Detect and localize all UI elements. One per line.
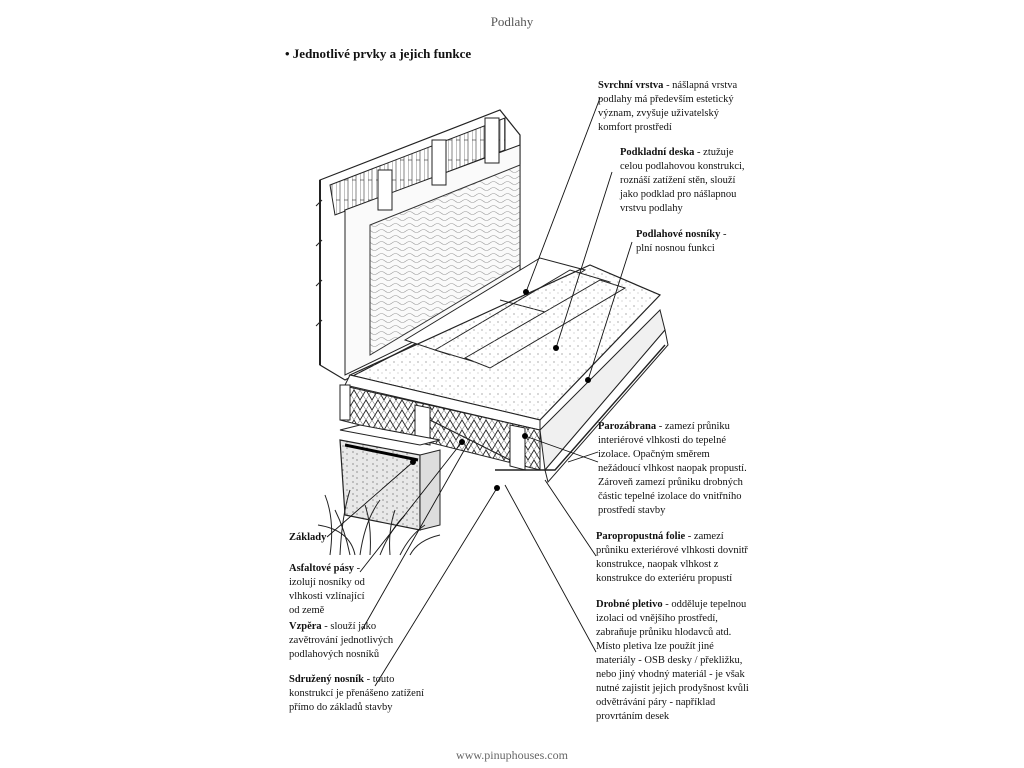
note-podkladni-deska: Podkladní deska - ztužuje celou podlahov… bbox=[620, 147, 745, 214]
section-title: • Jednotlivé prvky a jejich funkce bbox=[285, 46, 472, 61]
footer-url: www.pinuphouses.com bbox=[456, 748, 568, 762]
joists-and-insulation bbox=[339, 309, 669, 484]
note-paropropustna-folie: Paropropustná folie - zamezí průniku ext… bbox=[596, 531, 748, 584]
leader-dots bbox=[410, 289, 591, 491]
page-header: Podlahy bbox=[490, 14, 534, 29]
leader-lines bbox=[326, 97, 633, 687]
wall-assembly bbox=[315, 109, 521, 381]
note-parozabrana: Parozábrana - zamezí průniku interiérové… bbox=[598, 421, 747, 516]
note-svrchni-vrstva: Svrchní vrstva - nášlapná vrstva podlahy… bbox=[598, 80, 738, 133]
note-zaklady: Základy bbox=[289, 532, 327, 543]
foundation bbox=[339, 424, 441, 531]
note-vzpera: Vzpěra - slouží jako zavětrování jednotl… bbox=[289, 621, 394, 660]
note-drobne-pletivo: Drobné pletivo - odděluje tepelnou izola… bbox=[596, 599, 749, 722]
note-sdruzeny-nosnik: Sdružený nosník - touto konstrukcí je př… bbox=[289, 674, 424, 713]
note-asfaltove-pasy: Asfaltové pásy - izolují nosníky od vlhk… bbox=[289, 563, 365, 616]
note-podlahove-nosniky: Podlahové nosníky - plní nosnou funkci bbox=[636, 229, 727, 254]
